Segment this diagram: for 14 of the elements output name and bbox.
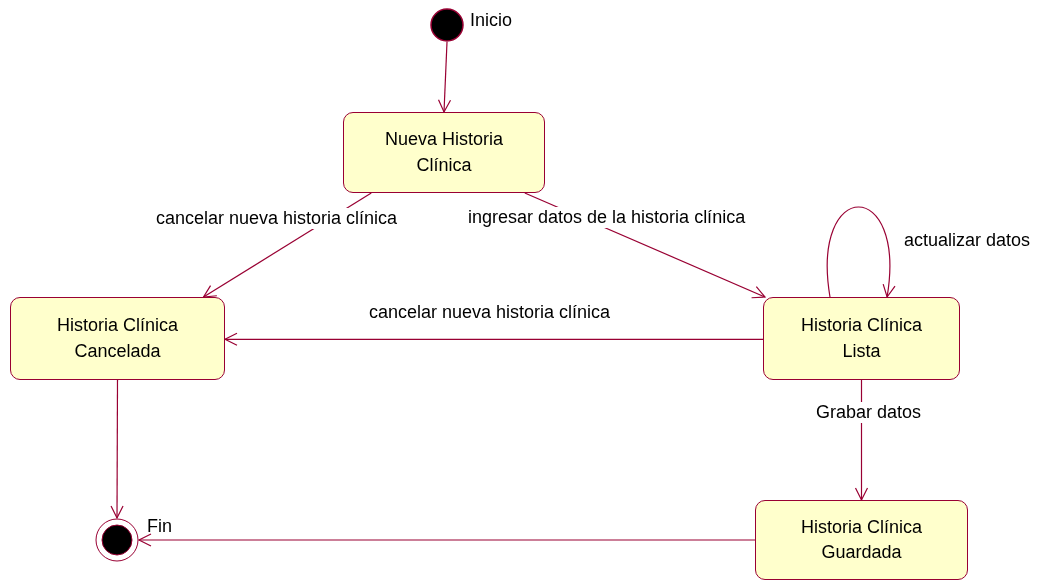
state-label: Fin [147, 516, 172, 537]
edge-label: ingresar datos de la historia clínica [467, 207, 747, 228]
transition-arrow [437, 41, 452, 113]
state-label: Inicio [470, 10, 513, 31]
edge-label: cancelar nueva historia clínica [155, 208, 399, 229]
state-box: Historia Clínica Cancelada [10, 297, 225, 380]
transition-arrow [110, 379, 124, 519]
transition-arrow [826, 206, 895, 298]
edge-label: Grabar datos [815, 402, 923, 423]
state-box: Historia Clínica Guardada [755, 500, 968, 580]
transition-arrow [224, 332, 764, 346]
state-box: Historia Clínica Lista [763, 297, 960, 380]
transition-arrow [138, 533, 756, 547]
state-box: Nueva Historia Clínica [343, 112, 545, 193]
